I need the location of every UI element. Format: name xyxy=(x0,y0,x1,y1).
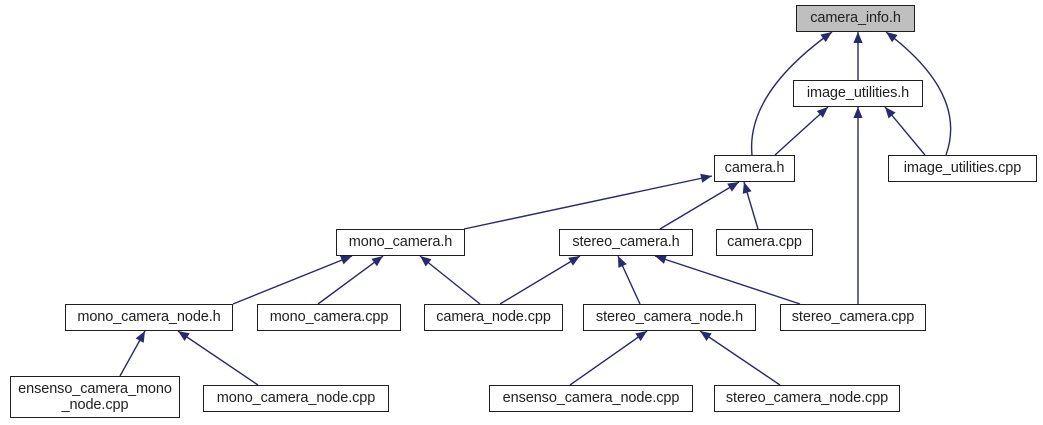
graph-edge xyxy=(617,255,641,305)
graph-node-label: mono_camera.h xyxy=(348,234,453,251)
graph-edge xyxy=(317,255,384,305)
graph-node-stereo-camera-h[interactable]: stereo_camera.h xyxy=(559,229,693,256)
edge-line xyxy=(463,175,713,230)
edge-line xyxy=(699,330,781,386)
graph-node-camera-h[interactable]: camera.h xyxy=(714,155,795,182)
graph-edge xyxy=(659,181,740,230)
graph-node-label: ensenso_camera_mono _node.cpp xyxy=(18,380,172,413)
edge-arrowhead xyxy=(853,107,863,118)
graph-edge xyxy=(885,31,952,156)
edge-arrowhead xyxy=(340,255,352,265)
edge-line xyxy=(659,181,740,230)
edge-arrowhead xyxy=(742,182,752,194)
edge-arrowhead xyxy=(727,182,739,192)
graph-node-label: mono_camera_node.h xyxy=(77,309,221,326)
graph-node-label: camera_node.cpp xyxy=(436,309,551,326)
edge-arrowhead xyxy=(700,173,712,183)
graph-edge xyxy=(699,330,781,386)
graph-node-mono-camera-node-cpp[interactable]: mono_camera_node.cpp xyxy=(203,385,389,412)
edge-arrowhead xyxy=(700,331,712,341)
graph-node-stereo-camera-node-cpp[interactable]: stereo_camera_node.cpp xyxy=(714,385,900,412)
graph-edge xyxy=(742,181,759,230)
edge-arrowhead xyxy=(635,331,647,342)
edge-line xyxy=(499,255,581,305)
graph-node-ensenso-camera-node-cpp[interactable]: ensenso_camera_node.cpp xyxy=(489,385,693,412)
graph-edge xyxy=(750,31,833,156)
edge-curve xyxy=(750,31,833,156)
edge-line xyxy=(177,330,259,386)
graph-node-camera-info-h[interactable]: camera_info.h xyxy=(796,5,915,32)
edge-arrowhead xyxy=(655,255,667,264)
graph-edge xyxy=(177,330,259,386)
graph-node-mono-camera-node-h[interactable]: mono_camera_node.h xyxy=(65,304,233,331)
graph-edge xyxy=(569,330,648,386)
graph-edge xyxy=(119,330,146,377)
edge-arrowhead xyxy=(886,32,898,43)
edge-line xyxy=(774,106,829,156)
graph-node-camera-node-cpp[interactable]: camera_node.cpp xyxy=(424,304,563,331)
graph-edge xyxy=(232,255,353,305)
graph-node-label: image_utilities.h xyxy=(806,85,910,102)
edge-line xyxy=(569,330,648,386)
graph-node-label: stereo_camera.h xyxy=(572,234,680,251)
graph-node-label: stereo_camera.cpp xyxy=(791,309,915,326)
graph-node-mono-camera-h[interactable]: mono_camera.h xyxy=(336,229,465,256)
graph-edge xyxy=(463,173,713,230)
graph-edge xyxy=(654,255,801,305)
graph-edge xyxy=(853,107,863,304)
edge-curve xyxy=(885,31,952,156)
graph-node-camera-cpp[interactable]: camera.cpp xyxy=(716,229,813,256)
graph-node-label: camera.cpp xyxy=(727,234,802,251)
edge-arrowhead xyxy=(820,32,832,43)
edge-arrowhead xyxy=(420,256,432,267)
graph-edge xyxy=(774,106,829,156)
edge-arrowhead xyxy=(885,107,896,119)
edge-line xyxy=(232,255,353,305)
edge-arrowhead xyxy=(853,32,863,43)
graph-edge xyxy=(884,106,926,156)
graph-node-label: mono_camera_node.cpp xyxy=(216,390,376,407)
edge-line xyxy=(654,255,801,305)
edge-arrowhead xyxy=(178,331,190,341)
graph-node-mono-camera-cpp[interactable]: mono_camera.cpp xyxy=(257,304,401,331)
graph-node-label: image_utilities.cpp xyxy=(903,160,1022,177)
graph-edge xyxy=(853,32,863,80)
edge-line xyxy=(419,255,481,305)
graph-node-image-utilities-cpp[interactable]: image_utilities.cpp xyxy=(888,155,1037,182)
edge-arrowhead xyxy=(568,256,580,266)
graph-node-label: stereo_camera_node.cpp xyxy=(725,390,889,407)
graph-node-label: camera_info.h xyxy=(810,10,901,27)
edge-arrowhead xyxy=(816,107,828,118)
graph-node-ensenso-camera-mono-node-cpp[interactable]: ensenso_camera_mono _node.cpp xyxy=(10,376,180,418)
graph-edge xyxy=(499,255,581,305)
edge-arrowhead xyxy=(618,256,627,268)
graph-node-label: camera.h xyxy=(724,160,785,177)
edge-line xyxy=(317,255,384,305)
graph-node-label: stereo_camera_node.h xyxy=(595,309,744,326)
graph-node-image-utilities-h[interactable]: image_utilities.h xyxy=(793,80,923,107)
graph-node-label: ensenso_camera_node.cpp xyxy=(502,390,680,407)
graph-node-stereo-camera-node-h[interactable]: stereo_camera_node.h xyxy=(583,304,756,331)
edge-arrowhead xyxy=(135,331,145,343)
edge-arrowhead xyxy=(371,256,383,267)
graph-edge xyxy=(419,255,481,305)
graph-node-label: mono_camera.cpp xyxy=(269,309,389,326)
graph-node-stereo-camera-cpp[interactable]: stereo_camera.cpp xyxy=(780,304,926,331)
